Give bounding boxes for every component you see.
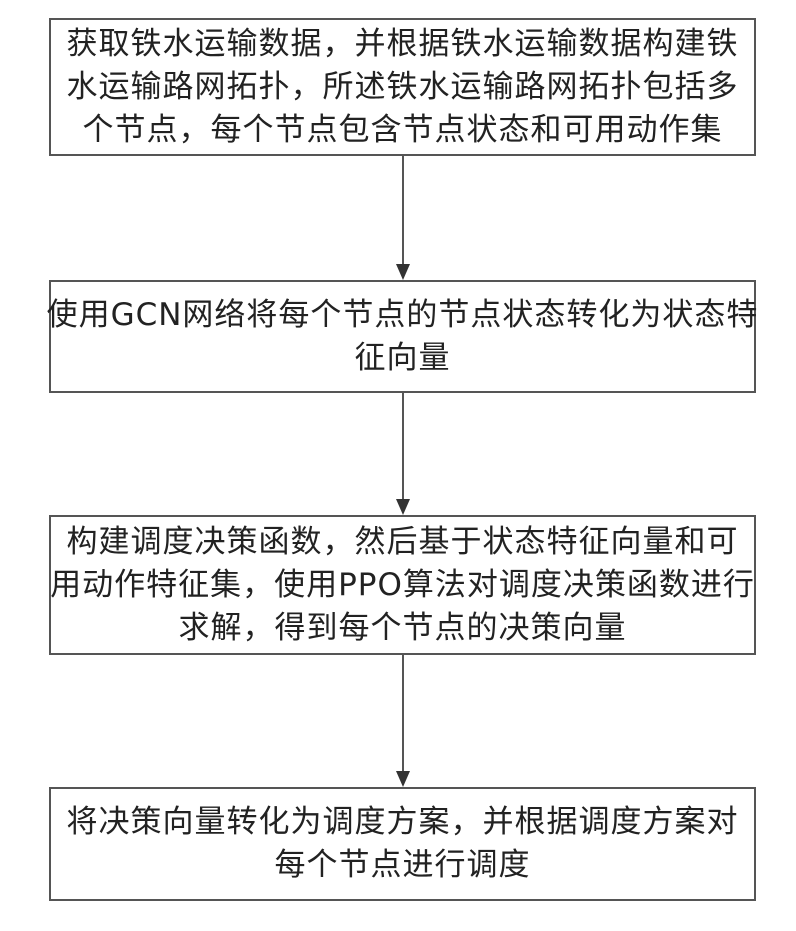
arrowhead-icon bbox=[396, 264, 410, 280]
step-3-line: 用动作特征集，使用PPO算法对调度决策函数进行 bbox=[50, 564, 755, 607]
step-4-line: 每个节点进行调度 bbox=[275, 844, 531, 887]
step-3-box: 构建调度决策函数，然后基于状态特征向量和可 用动作特征集，使用PPO算法对调度决… bbox=[49, 515, 756, 655]
step-2-box: 使用GCN网络将每个节点的节点状态转化为状态特 征向量 bbox=[49, 280, 756, 393]
arrowhead-icon bbox=[396, 499, 410, 515]
step-1-line: 水运输路网拓扑，所述铁水运输路网拓扑包括多 bbox=[67, 66, 739, 109]
arrow-1-2 bbox=[402, 156, 404, 266]
step-2-line: 征向量 bbox=[355, 337, 451, 380]
step-1-box: 获取铁水运输数据，并根据铁水运输数据构建铁 水运输路网拓扑，所述铁水运输路网拓扑… bbox=[49, 18, 756, 156]
step-4-box: 将决策向量转化为调度方案，并根据调度方案对 每个节点进行调度 bbox=[49, 787, 756, 901]
step-4-line: 将决策向量转化为调度方案，并根据调度方案对 bbox=[67, 801, 739, 844]
step-3-line: 求解，得到每个节点的决策向量 bbox=[179, 607, 627, 650]
step-3-line: 构建调度决策函数，然后基于状态特征向量和可 bbox=[67, 521, 739, 564]
step-1-line: 个节点，每个节点包含节点状态和可用动作集 bbox=[83, 109, 723, 152]
arrowhead-icon bbox=[396, 771, 410, 787]
step-2-line: 使用GCN网络将每个节点的节点状态转化为状态特 bbox=[47, 294, 759, 337]
arrow-3-4 bbox=[402, 655, 404, 773]
arrow-2-3 bbox=[402, 393, 404, 501]
step-1-line: 获取铁水运输数据，并根据铁水运输数据构建铁 bbox=[67, 23, 739, 66]
